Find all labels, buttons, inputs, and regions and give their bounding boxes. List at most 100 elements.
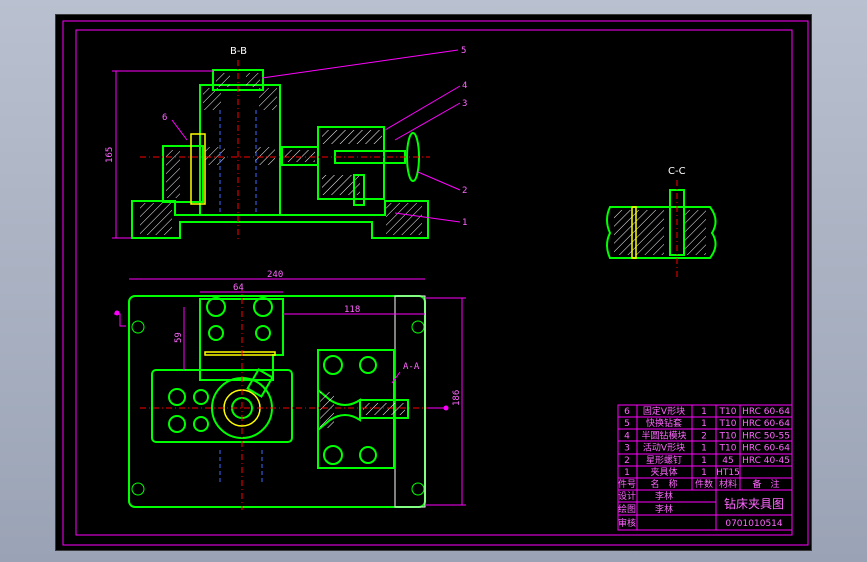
table-cell-qty: 1 (701, 468, 707, 478)
title-design-label: 设计 (618, 490, 636, 502)
table-cell-name: 夹具体 (650, 466, 677, 478)
table-cell-note: HRC 60-64 (742, 444, 790, 454)
hatch-slider-plan (320, 392, 334, 428)
hatch-left-base (140, 203, 172, 235)
hatch-cc-right (684, 210, 706, 255)
vb-hole-3 (193, 389, 209, 405)
hatch-slider-bot (322, 175, 360, 195)
table-cell-name: 固定V形块 (643, 405, 685, 417)
hatch-bushing-r (246, 73, 260, 87)
vb-hole-1 (168, 388, 186, 406)
v-block-plan (151, 369, 293, 443)
slot-tl (131, 320, 145, 334)
table-cell-no: 5 (624, 419, 630, 429)
plan-view: A-A 240 64 118 59 186 (114, 270, 466, 510)
section-bb-view: B-B 165 (105, 46, 467, 240)
slot-tr (411, 320, 425, 334)
title-draw-name: 李林 (655, 503, 673, 515)
table-cell-no: 6 (624, 407, 630, 417)
table-outer (617, 404, 793, 531)
table-cell-qty: 1 (701, 419, 707, 429)
callout-6: 6 (162, 113, 167, 123)
dim-text-165: 165 (105, 147, 115, 163)
drawing-number: 0701010514 (725, 519, 783, 529)
table-cell-material: HT15 (716, 468, 740, 478)
table-cell-note: HRC 50-55 (742, 431, 790, 441)
table-cell-note: HRC 60-64 (742, 419, 790, 429)
leader-3 (394, 102, 461, 141)
leader-5 (261, 49, 459, 79)
plan-body-outline (128, 295, 426, 508)
table-cell-qty: 1 (701, 456, 707, 466)
table-cell-material: T10 (719, 419, 737, 429)
locating-pin (353, 174, 365, 206)
leader-1 (394, 212, 461, 223)
table-header-no: 件号 (618, 478, 636, 490)
cad-viewport[interactable] (55, 14, 812, 551)
hatch-column-mr (255, 147, 275, 165)
screw-hole-1 (206, 297, 226, 317)
callout-2: 2 (462, 186, 467, 196)
leader-2 (417, 171, 461, 191)
table-cell-name: 星形螺钉 (646, 454, 682, 466)
slider-hole-3 (323, 445, 343, 465)
leader-aa (391, 371, 401, 384)
cc-yellow-line (631, 206, 637, 259)
table-header-note: 备 注 (752, 478, 779, 490)
slider-hole-4 (359, 446, 377, 464)
slider-hole-2 (359, 356, 377, 374)
hatch-screw-plan (363, 403, 405, 415)
section-marker-right-dot (443, 405, 449, 411)
slot-bl (131, 482, 145, 496)
table-cell-no: 3 (624, 444, 630, 454)
callout-3: 3 (462, 99, 467, 109)
hatch-column-tl (203, 88, 221, 110)
table-cell-no: 2 (624, 456, 630, 466)
leader-6 (171, 119, 188, 141)
yellow-pin-left (190, 133, 206, 205)
hatch-cc-left (614, 210, 664, 255)
fixture-body-base (131, 200, 429, 239)
hatch-v-block (166, 150, 180, 198)
table-cell-note: HRC 40-45 (742, 456, 790, 466)
sheet-outer-border (62, 20, 809, 546)
vb-hole-2 (168, 415, 186, 433)
title-draw-label: 绘图 (618, 503, 636, 515)
hatch-column-tr (259, 88, 277, 110)
screw-plan (359, 399, 409, 419)
table-cell-material: T10 (719, 407, 737, 417)
pin-hole-2 (255, 325, 271, 341)
hatch-right-base (386, 203, 422, 235)
screw-rod-left (281, 146, 319, 166)
parts-table (617, 404, 793, 531)
table-header-material: 材料 (719, 478, 737, 490)
locking-key (246, 368, 274, 398)
dim-text-186: 186 (452, 390, 462, 406)
section-cc-label: C-C (668, 166, 686, 177)
table-cell-name: 活动V形块 (643, 442, 685, 454)
sheet-inner-border (75, 29, 793, 536)
callout-5: 5 (461, 46, 466, 56)
table-cell-name: 半圆钻模块 (641, 429, 686, 441)
slider-hole-1 (323, 355, 343, 375)
section-marker-left (114, 313, 126, 327)
dim-text-240: 240 (267, 270, 283, 280)
hatch-column-ml (205, 147, 225, 165)
leader-4 (384, 85, 461, 131)
table-cell-qty: 1 (701, 407, 707, 417)
table-cell-material: T10 (719, 444, 737, 454)
table-cell-note: HRC 60-64 (742, 407, 790, 417)
hatch-bushing-l (216, 73, 230, 87)
table-header-qty: 件数 (695, 478, 713, 490)
title-review-label: 审核 (618, 517, 636, 529)
callout-4: 4 (462, 81, 467, 91)
cc-section-outline (606, 206, 717, 259)
vb-hole-4 (193, 416, 209, 432)
plate-yellow-band (204, 351, 276, 356)
table-cell-qty: 1 (701, 444, 707, 454)
dim-text-118: 118 (344, 305, 360, 315)
title-design-name: 李林 (655, 490, 673, 502)
section-cc-view: C-C (606, 166, 717, 278)
